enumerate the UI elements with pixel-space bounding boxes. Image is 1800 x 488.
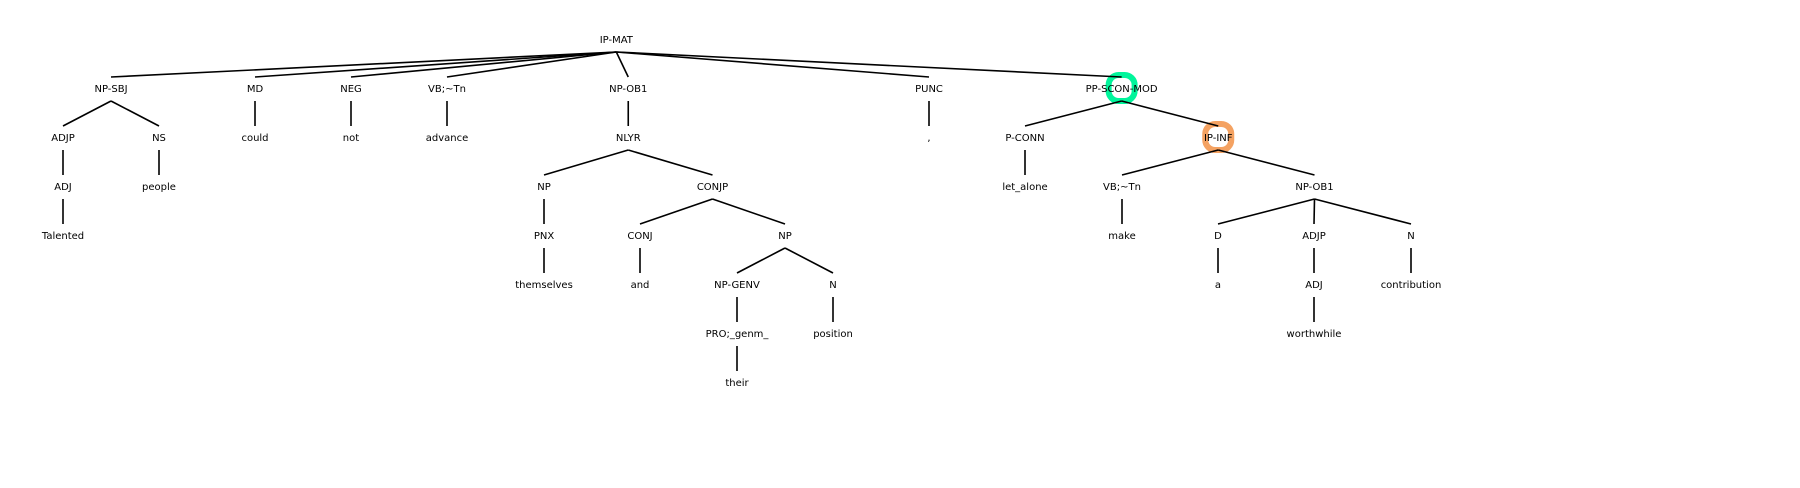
leaf-and: and xyxy=(631,280,650,291)
leaf-let-alone: let_alone xyxy=(1002,182,1047,193)
node-ip-inf: IP-INF xyxy=(1204,133,1233,144)
node-np-sbj: NP-SBJ xyxy=(94,84,127,95)
node-p-conn: P-CONN xyxy=(1005,133,1044,144)
edge-np-to-n xyxy=(784,247,834,274)
node-np-ob1: NP-OB1 xyxy=(609,84,647,95)
leaf-themselves: themselves xyxy=(515,280,573,291)
node-conj: CONJ xyxy=(627,231,652,242)
node-nlyr: NLYR xyxy=(616,133,641,144)
node-conjp: CONJP xyxy=(697,182,728,193)
node-n: N xyxy=(829,280,836,291)
node-n: N xyxy=(1407,231,1414,242)
edge-np-sbj-to-adjp xyxy=(62,100,112,127)
leaf-make: make xyxy=(1108,231,1135,242)
node-ns: NS xyxy=(152,133,166,144)
leaf-contribution: contribution xyxy=(1381,280,1442,291)
leaf-their: their xyxy=(725,378,749,389)
edge-np-ob1-to-n xyxy=(1314,198,1412,225)
edge-conjp-to-conj xyxy=(639,198,713,225)
node-vb-tn: VB;~Tn xyxy=(1103,182,1141,193)
node-neg: NEG xyxy=(340,84,362,95)
leaf-a: a xyxy=(1215,280,1221,291)
edge-ip-mat-to-punc xyxy=(616,51,930,78)
leaf-not: not xyxy=(343,133,359,144)
node-vb-tn: VB;~Tn xyxy=(428,84,466,95)
edge-pp-scon-mod-to-p-conn xyxy=(1024,100,1122,127)
edge-ip-inf-to-vb-tn xyxy=(1121,149,1219,176)
leaf-could: could xyxy=(241,133,268,144)
leaf-advance: advance xyxy=(426,133,469,144)
edge-layer xyxy=(62,51,1412,371)
edge-ip-mat-to-neg xyxy=(350,51,617,78)
edge-nlyr-to-conjp xyxy=(628,149,713,176)
edge-ip-mat-to-np-ob1 xyxy=(615,51,629,78)
edge-ip-mat-to-pp-scon-mod xyxy=(616,51,1122,78)
edge-np-to-np-genv xyxy=(736,247,786,274)
node-ip-mat: IP-MAT xyxy=(600,35,634,46)
label-layer: IP-MAT NP-SBJ ADJP ADJ Talented NS people MD cou… xyxy=(41,35,1441,389)
node-md: MD xyxy=(247,84,264,95)
leaf-talented: Talented xyxy=(41,231,84,242)
edge-ip-mat-to-np-sbj xyxy=(110,51,617,78)
edge-ip-inf-to-np-ob1 xyxy=(1218,149,1315,176)
edge-nlyr-to-np xyxy=(543,149,629,176)
node-np-ob1: NP-OB1 xyxy=(1295,182,1333,193)
node-pp-scon-mod: PP-SCON-MOD xyxy=(1086,84,1158,95)
node-pnx: PNX xyxy=(534,231,555,242)
edge-np-ob1-to-adjp xyxy=(1313,198,1316,225)
leaf-punct: , xyxy=(927,133,930,144)
node-np: NP xyxy=(778,231,792,242)
leaf-people: people xyxy=(142,182,176,193)
node-d: D xyxy=(1214,231,1222,242)
leaf-position: position xyxy=(813,329,853,340)
node-punc: PUNC xyxy=(915,84,943,95)
edge-conjp-to-np xyxy=(712,198,786,225)
edge-ip-mat-to-md xyxy=(254,51,617,78)
leaf-worthwhile: worthwhile xyxy=(1287,329,1342,340)
edge-np-ob1-to-d xyxy=(1217,198,1315,225)
node-adj: ADJ xyxy=(1305,280,1323,291)
edge-np-sbj-to-ns xyxy=(110,100,160,127)
node-adj: ADJ xyxy=(54,182,72,193)
edge-ip-mat-to-vb-tn xyxy=(446,51,617,78)
node-adjp: ADJP xyxy=(1302,231,1326,242)
node-np-genv: NP-GENV xyxy=(714,280,760,291)
node-np: NP xyxy=(537,182,551,193)
edge-pp-scon-mod-to-ip-inf xyxy=(1121,100,1219,127)
node-pro-genm: PRO;_genm_ xyxy=(706,329,770,340)
node-adjp: ADJP xyxy=(51,133,75,144)
